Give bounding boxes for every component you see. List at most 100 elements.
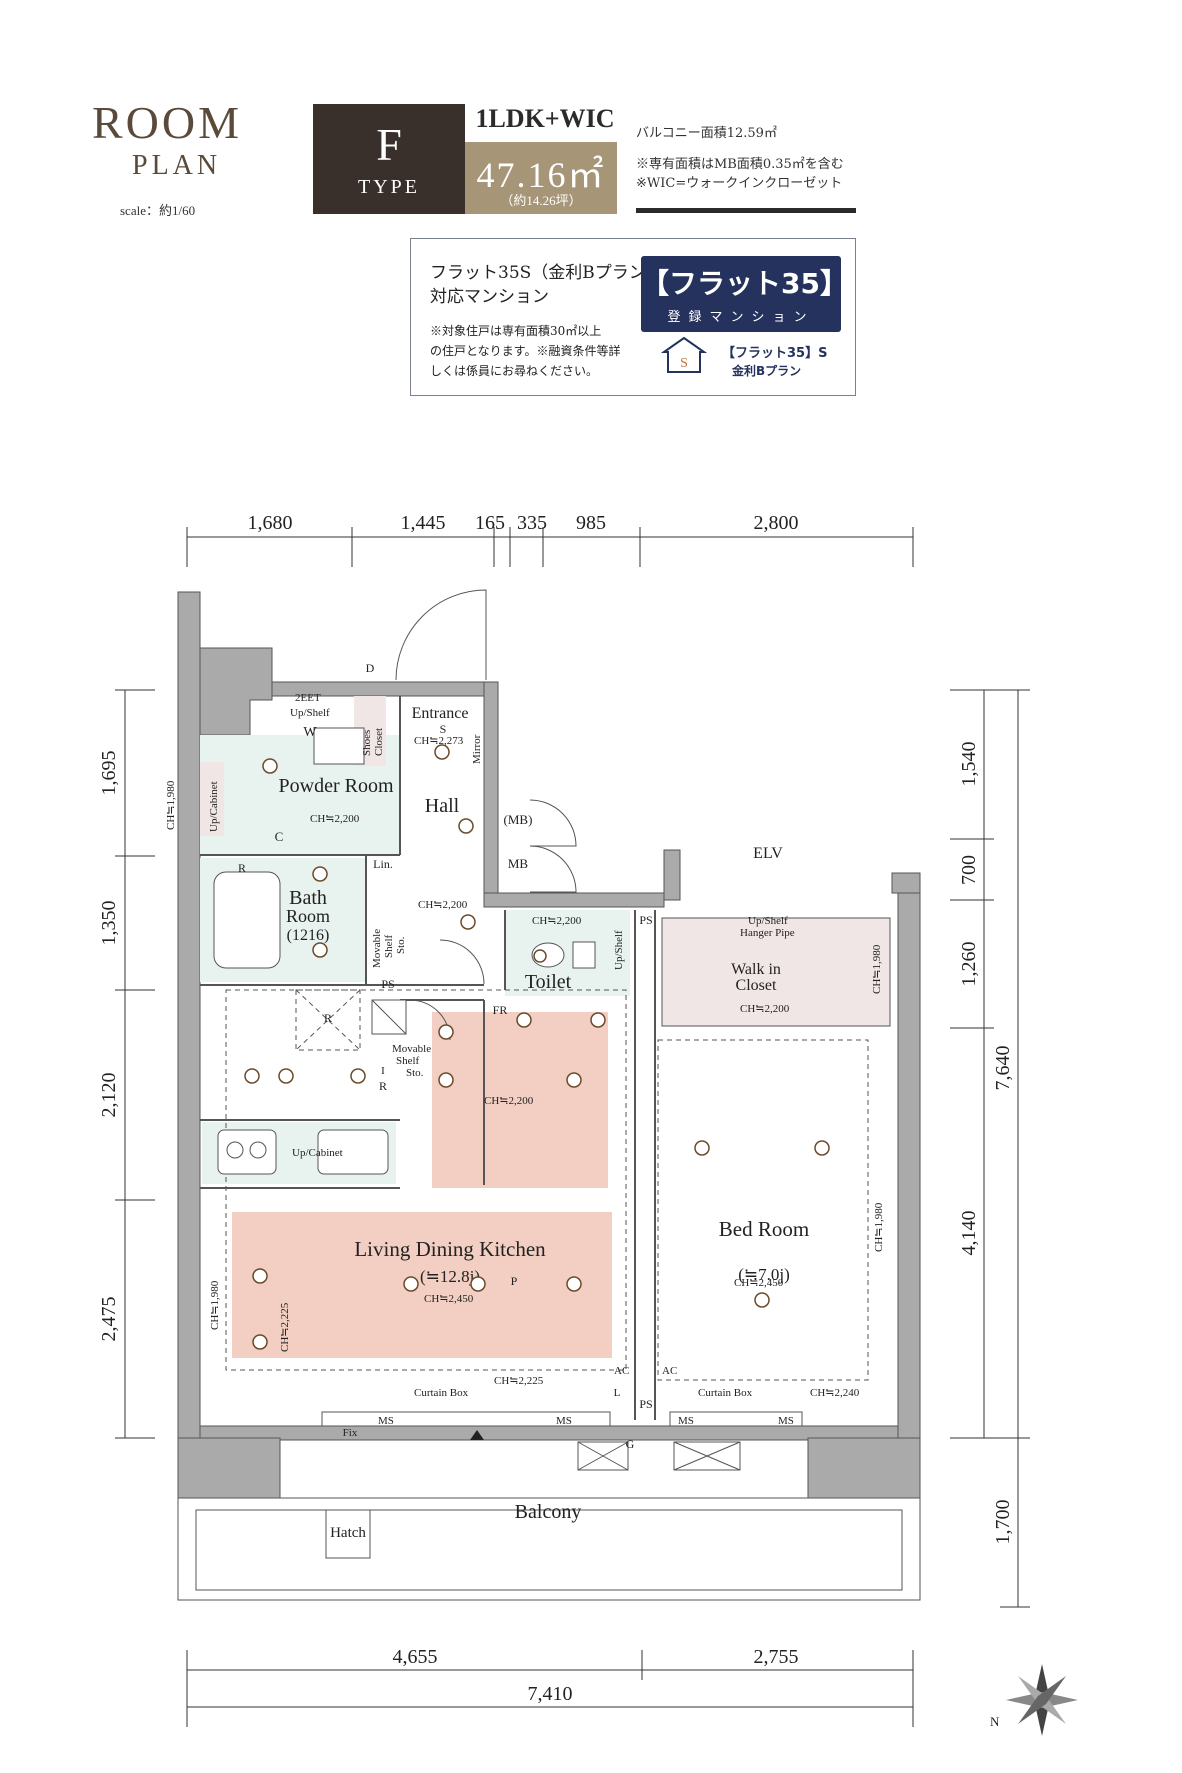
movable-label2: Movable (392, 1043, 431, 1055)
ch-ldk-bottom: CH≒2,225 (494, 1375, 544, 1387)
flat35s-house-icon: S (660, 336, 708, 373)
ch-hall: CH≒2,200 (418, 899, 468, 911)
flat35-title2: 対応マンション (430, 287, 549, 307)
balcony-label: Balcony (515, 1501, 582, 1523)
ps-label2: PS (639, 913, 652, 927)
curtain-box-bed: Curtain Box (698, 1387, 753, 1399)
up-cabinet2: Up/Cabinet (292, 1147, 343, 1159)
dim-bottom: 4,655 (393, 1646, 438, 1668)
area-badge: 47.16㎡ （約14.26坪） (465, 142, 617, 214)
entry-arrow-icon (470, 1430, 484, 1440)
windows (321, 1411, 803, 1427)
ch-wic-side: CH≒1,980 (871, 944, 883, 994)
dim-right: 1,540 (958, 742, 980, 787)
p-label: P (511, 1274, 518, 1288)
washer-pan (313, 727, 365, 765)
flat35-logo-main: 【フラット35】 (641, 267, 848, 300)
dim-top: 1,680 (248, 512, 293, 534)
flat35-logo: 【フラット35】 登録マンション (641, 256, 848, 332)
bed-room-label: Bed Room (719, 1217, 809, 1241)
mb-label2: MB (508, 856, 529, 871)
bottom-dimension-line (186, 1650, 914, 1727)
toilet-label: Toilet (525, 971, 572, 993)
r-label3: R (379, 1079, 387, 1093)
wic-label2: Closet (736, 977, 777, 994)
mirror-label: Mirror (471, 734, 483, 764)
hatch-box (325, 1509, 371, 1559)
dim-right: 1,700 (992, 1500, 1014, 1545)
ps-box-cross (371, 999, 407, 1035)
type-word: TYPE (358, 176, 420, 198)
c-label: C (275, 829, 284, 844)
hatch-label: Hatch (330, 1525, 366, 1541)
flat35-note: ※対象住戸は専有面積30㎡以上 (430, 324, 602, 338)
movable-label: Movable (371, 929, 383, 968)
dim-right: 700 (958, 855, 980, 885)
r-label2: R (324, 1011, 332, 1025)
dim-left: 2,475 (98, 1297, 120, 1342)
dim-left: 1,695 (98, 751, 120, 796)
hanger-pipe: Hanger Pipe (740, 927, 795, 939)
upshelf-toilet: Up/Shelf (613, 930, 625, 970)
dim-left: 2,120 (98, 1073, 120, 1118)
shelf-label2: Shelf (396, 1055, 420, 1067)
bath-room-size: (1216) (287, 927, 330, 944)
flat35s-sub: 金利Bプラン (732, 364, 802, 378)
flat35s-mark: S (680, 356, 688, 371)
flat35-box (410, 238, 856, 396)
fr-label: FR (493, 1003, 508, 1017)
walk-in-closet-fill (661, 917, 891, 1027)
kitchen-floor-fill (432, 1012, 608, 1188)
dim-top: 1,445 (401, 512, 446, 534)
dim-bottom: 7,410 (528, 1683, 573, 1705)
washer-label: W (303, 725, 317, 740)
dim-top: 165 (475, 512, 505, 534)
dim-right: 1,260 (958, 942, 980, 987)
sto-label: Sto. (395, 936, 407, 954)
living-floor-fill (232, 1212, 612, 1358)
flat35-note: しくは係員にお尋ねください。 (430, 364, 599, 378)
toilet-fill (505, 910, 630, 996)
dim-top: 335 (517, 512, 547, 534)
up-shelf: Up/Shelf (290, 707, 330, 719)
ceiling-light-icons (244, 744, 830, 1350)
outer-walls (177, 591, 921, 1499)
type-letter: F (376, 119, 402, 170)
type-badge: F TYPE (313, 104, 465, 214)
svg-text:N: N (990, 1714, 1000, 1729)
compass-icon: N (990, 1664, 1078, 1736)
sto-label2: Sto. (406, 1067, 424, 1079)
note-balcony: バルコニー面積12.59㎡ (636, 126, 777, 141)
ldk-label: Living Dining Kitchen (354, 1237, 546, 1261)
up-cabinet: Up/Cabinet (208, 781, 220, 832)
bath-room-label: Bath (289, 887, 327, 909)
dim-top: 985 (576, 512, 606, 534)
entrance-label: Entrance (412, 705, 469, 722)
area-tsubo: （約14.26坪） (500, 193, 582, 208)
flat35s-label: 【フラット35】S (722, 346, 828, 361)
ac-label: AC (614, 1365, 629, 1377)
ch-ldk: CH≒2,450 (424, 1293, 474, 1305)
ch-ldk-side: CH≒1,980 (209, 1280, 221, 1330)
left-dimension-line (115, 689, 155, 1439)
ldk-size: (≒12.8j) (420, 1267, 480, 1286)
bed-room-size: (≒7.0j) (738, 1265, 790, 1284)
bath-room-label2: Room (286, 906, 330, 926)
note-underline (636, 208, 856, 213)
powder-cabinet-fill (200, 762, 224, 836)
top-dimension-line (186, 527, 914, 567)
area-value: 47.16㎡ (476, 155, 606, 195)
g-label: G (626, 1437, 635, 1451)
dim-right: 4,140 (958, 1211, 980, 1256)
note-wic: ※WIC=ウォークインクローゼット (636, 176, 843, 191)
dim-top: 2,800 (754, 512, 799, 534)
shoes-label: Shoes (361, 730, 373, 756)
ps-label3: PS (639, 1397, 652, 1411)
ceiling-lines (225, 989, 869, 1381)
wic-label: Walk in (731, 961, 781, 978)
room-title: ROOM (92, 97, 243, 148)
dim-right: 7,640 (992, 1046, 1014, 1091)
ch-bed-bottom: CH≒2,240 (810, 1387, 860, 1399)
i-label: I (381, 1065, 385, 1077)
kitchen-sink (217, 1129, 389, 1175)
